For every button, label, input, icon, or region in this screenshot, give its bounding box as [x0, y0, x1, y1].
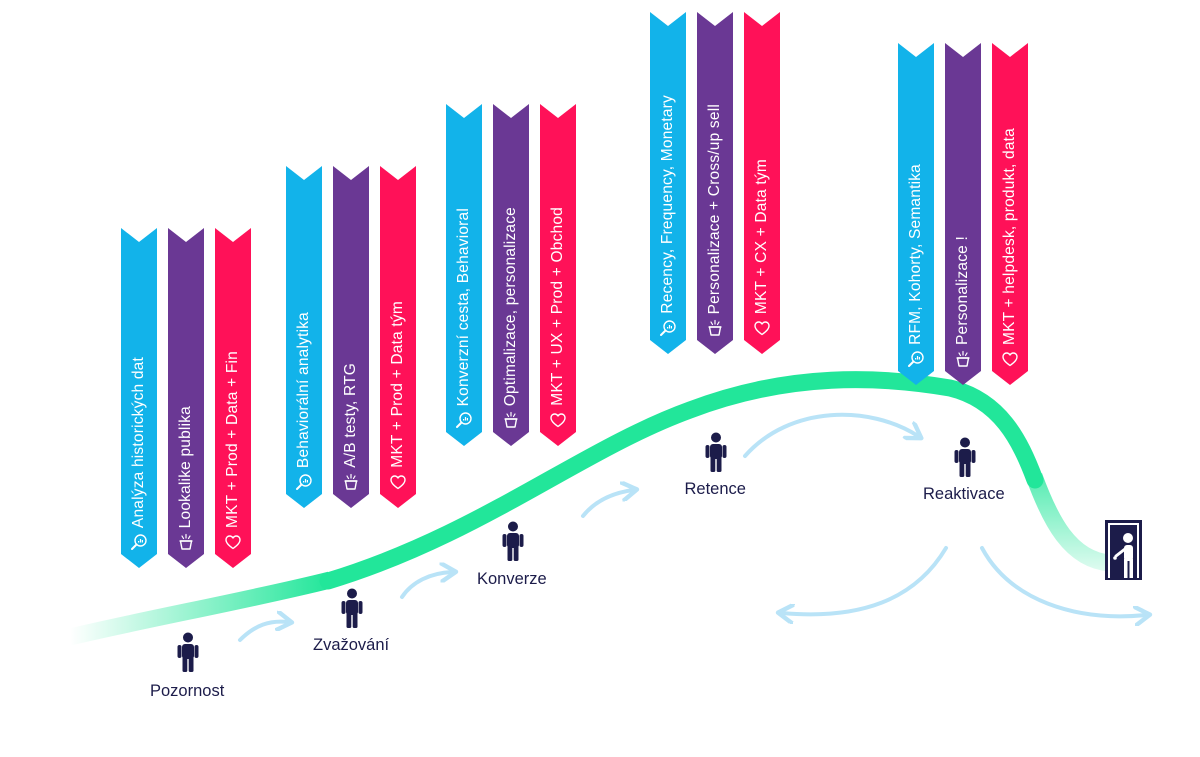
heart-icon [1002, 352, 1018, 367]
ribbon-cyan: Recency, Frequency, Monetary [650, 12, 686, 354]
ribbon-shape [650, 12, 686, 354]
ribbon-label: MKT + UX + Prod + Obchod [549, 207, 566, 406]
ribbon-cyan: Behaviorální analytika [286, 166, 322, 508]
ribbon-label: A/B testy, RTG [342, 363, 359, 468]
heart-icon [550, 413, 566, 428]
stage-label-5: Reaktivace [923, 485, 1005, 503]
bucket-sparkle-icon [708, 319, 722, 336]
ribbon-label: Konverzní cesta, Behavioral [455, 207, 472, 406]
ribbon-red: MKT + CX + Data tým [744, 12, 780, 354]
ribbon-shape [945, 43, 981, 385]
ribbon-label: Analýza historických dat [130, 356, 147, 528]
stage-label-3: Konverze [477, 570, 547, 588]
ribbon-red: MKT + Prod + Data + Fin [215, 228, 251, 568]
ribbon-shape [168, 228, 204, 568]
ribbon-shape [286, 166, 322, 508]
heart-icon [390, 475, 406, 490]
ribbon-label: Optimalizace, personalizace [502, 206, 519, 406]
bucket-sparkle-icon [179, 533, 193, 550]
ribbon-label: RFM, Kohorty, Semantika [907, 164, 924, 345]
person-icon [177, 632, 199, 672]
bucket-sparkle-icon [956, 350, 970, 367]
ribbon-red: MKT + UX + Prod + Obchod [540, 104, 576, 446]
ribbon-red: MKT + helpdesk, produkt, data [992, 43, 1028, 385]
ribbon-cyan: RFM, Kohorty, Semantika [898, 43, 934, 385]
ribbon-label: Personalizace + Cross/up sell [706, 103, 723, 314]
ribbon-shape [540, 104, 576, 446]
magnifier-chart-icon [456, 412, 472, 428]
stage-label-4: Retence [684, 480, 746, 498]
curved-arrow-icon [782, 546, 948, 614]
ribbon-shape [215, 228, 251, 568]
ribbon-label: MKT + helpdesk, produkt, data [1001, 127, 1018, 345]
ribbon-shape [697, 12, 733, 354]
person-icon [502, 521, 524, 561]
person-icon [705, 432, 727, 472]
exit-door-icon [1105, 520, 1142, 580]
curved-arrow-icon [743, 412, 918, 458]
magnifier-chart-icon [660, 320, 676, 336]
magnifier-chart-icon [908, 351, 924, 367]
ribbon-purple: A/B testy, RTG [333, 166, 369, 508]
heart-icon [754, 321, 770, 336]
stage-label-2: Zvažování [313, 636, 390, 654]
bucket-sparkle-icon [504, 411, 518, 428]
curved-arrow-icon [980, 546, 1146, 616]
ribbon-cyan: Analýza historických dat [121, 228, 157, 568]
curved-arrow-icon [581, 490, 633, 518]
ribbon-shape [333, 166, 369, 508]
ribbon-label: Lookalike publika [177, 405, 194, 528]
ribbon-purple: Personalizace + Cross/up sell [697, 12, 733, 354]
ribbon-shape [744, 12, 780, 354]
ribbon-label: Recency, Frequency, Monetary [659, 95, 676, 314]
ribbon-shape [380, 166, 416, 508]
ribbon-purple: Optimalizace, personalizace [493, 104, 529, 446]
heart-icon [225, 535, 241, 550]
person-icon [341, 588, 363, 628]
ribbon-red: MKT + Prod + Data tým [380, 166, 416, 508]
ribbon-shape [898, 43, 934, 385]
ribbon-shape [446, 104, 482, 446]
ribbon-label: Behaviorální analytika [295, 311, 312, 468]
ribbon-purple: Lookalike publika [168, 228, 204, 568]
ribbon-purple: Personalizace ! [945, 43, 981, 385]
bucket-sparkle-icon [344, 473, 358, 490]
curved-arrow-icon [238, 622, 288, 642]
ribbon-cyan: Konverzní cesta, Behavioral [446, 104, 482, 446]
stage-label-1: Pozornost [150, 682, 225, 700]
person-icon [954, 437, 976, 477]
ribbon-label: MKT + CX + Data tým [753, 158, 770, 314]
ribbon-label: MKT + Prod + Data + Fin [224, 350, 241, 528]
ribbon-shape [493, 104, 529, 446]
ribbon-label: Personalizace ! [954, 236, 971, 345]
ribbon-label: MKT + Prod + Data tým [389, 301, 406, 468]
magnifier-chart-icon [296, 474, 312, 490]
curved-arrow-icon [400, 572, 452, 599]
journey-curve [319, 371, 1044, 590]
journey-curve-start [68, 571, 333, 646]
journey-curve-end [1026, 473, 1112, 572]
ribbon-shape [121, 228, 157, 568]
magnifier-chart-icon [131, 534, 147, 550]
ribbon-shape [992, 43, 1028, 385]
